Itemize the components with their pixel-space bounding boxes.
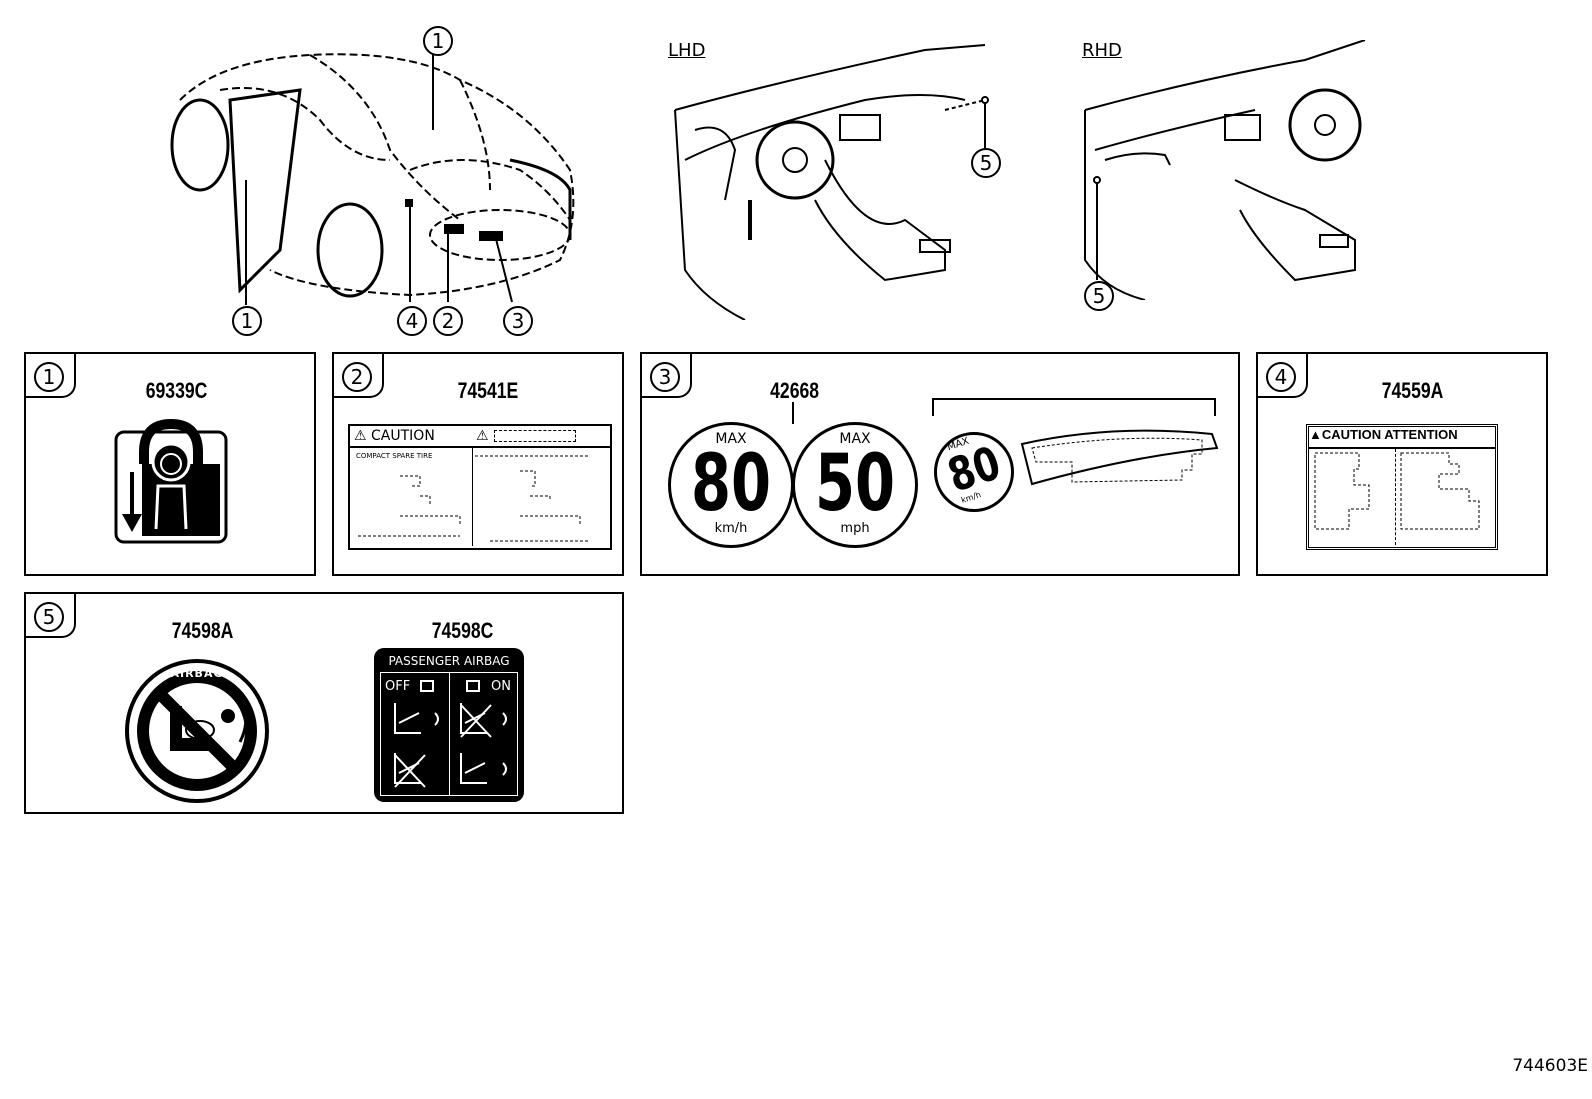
panel-4-index: 4: [1266, 362, 1296, 392]
panel-1-index: 1: [34, 362, 64, 392]
passenger-airbag-label: PASSENGER AIRBAG OFF ON: [374, 648, 524, 802]
speed-sign-50-value: 50: [814, 439, 896, 529]
callout-2: 2: [433, 306, 463, 336]
speed-sign-50-unit: mph: [840, 521, 870, 536]
callout-1-top: 1: [423, 26, 453, 56]
panel-3-part-number: 42668: [770, 378, 820, 403]
caution-attention-header-text: CAUTION ATTENTION: [1321, 427, 1458, 442]
panel-5: 5 74598A 74598C AIRBAG PASSENGER AIRBAG …: [24, 592, 624, 814]
airbag-prohibition-icon: [125, 659, 269, 803]
panel-1-tab: [24, 352, 76, 398]
caution-label-header-line: [350, 446, 610, 448]
speed-label-strip: [1020, 429, 1219, 486]
speed-sign-80-top: MAX: [715, 431, 747, 447]
caution-attention-label: ▲CAUTION ATTENTION: [1306, 424, 1498, 550]
panel-5-tab: [24, 592, 76, 638]
speed-sign-80-small: MAX 80 km/h: [934, 432, 1014, 512]
figure-id: 744603E: [1512, 1056, 1588, 1076]
airbag-off-label: OFF: [385, 679, 411, 694]
caution-attention-text-placeholder: [1314, 452, 1480, 530]
panel-1-part-number: 69339C: [145, 378, 208, 403]
panel-4-part-number: 74559A: [1381, 378, 1444, 403]
caution-attention-header: ▲CAUTION ATTENTION: [1309, 427, 1495, 449]
warning-icon-2: ⚠: [476, 428, 489, 444]
speed-sign-80-kmh: MAX 80 km/h: [668, 422, 794, 548]
speed-sign-80-value: 80: [690, 439, 772, 529]
panel-5-part-number-a: 74598A: [171, 618, 234, 643]
callout-leader-3: [792, 402, 794, 424]
passenger-seat-icons: [394, 680, 507, 788]
caution-label-header: ⚠ CAUTION: [354, 428, 504, 446]
caution-label-placeholder-box: [494, 430, 576, 442]
panel-4: 4 74559A ▲CAUTION ATTENTION: [1256, 352, 1548, 576]
warning-icon: ⚠: [354, 428, 367, 444]
callout-5-rhd: 5: [1084, 281, 1114, 311]
rhd-label: RHD: [1082, 40, 1122, 61]
passenger-airbag-divider: [449, 673, 450, 795]
caution-label: ⚠ CAUTION ⚠ COMPACT SPARE TIRE: [348, 424, 612, 550]
callout-5-lhd: 5: [971, 148, 1001, 178]
child-lock-label-icon: [114, 418, 228, 544]
warning-triangle-icon: ▲: [1309, 427, 1322, 442]
panel-2-index: 2: [342, 362, 372, 392]
airbag-ring-text: AIRBAG: [170, 667, 224, 680]
speed-sign-50-top: MAX: [839, 431, 871, 447]
bracket: [932, 398, 1216, 416]
airbag-on-label: ON: [491, 679, 511, 694]
callout-3: 3: [503, 306, 533, 336]
panel-1: 1 69339C: [24, 352, 316, 576]
panel-5-part-number-b: 74598C: [431, 618, 494, 643]
passenger-airbag-inner: OFF ON: [380, 672, 518, 796]
callout-4: 4: [397, 306, 427, 336]
passenger-airbag-title: PASSENGER AIRBAG: [388, 654, 510, 668]
caution-label-header-text: CAUTION: [371, 428, 435, 444]
caution-label-text-placeholder: [358, 455, 590, 542]
speed-sign-80-unit: km/h: [714, 521, 748, 536]
panel-3-tab: [640, 352, 692, 398]
panel-3-index: 3: [650, 362, 680, 392]
panel-4-tab: [1256, 352, 1308, 398]
caution-attention-divider: [1395, 449, 1396, 545]
caution-label-subtext: COMPACT SPARE TIRE: [356, 452, 433, 460]
lhd-dashboard-illustration: [674, 44, 989, 320]
panel-5-index: 5: [34, 602, 64, 632]
speed-sign-50-mph: MAX 50 mph: [792, 422, 918, 548]
panel-2-part-number: 74541E: [457, 378, 519, 403]
vehicle-rear-view-illustration: [170, 40, 575, 305]
lhd-label: LHD: [668, 40, 706, 61]
panel-3: 3 42668 MAX 80 km/h MAX 50 mph MAX 80 km…: [640, 352, 1240, 576]
rhd-dashboard-illustration: [1084, 40, 1366, 300]
panel-2-tab: [332, 352, 384, 398]
caution-label-divider: [472, 448, 473, 546]
callout-1-bottom: 1: [232, 306, 262, 336]
panel-2: 2 74541E ⚠ CAUTION ⚠ COMPACT SPARE TIRE: [332, 352, 624, 576]
